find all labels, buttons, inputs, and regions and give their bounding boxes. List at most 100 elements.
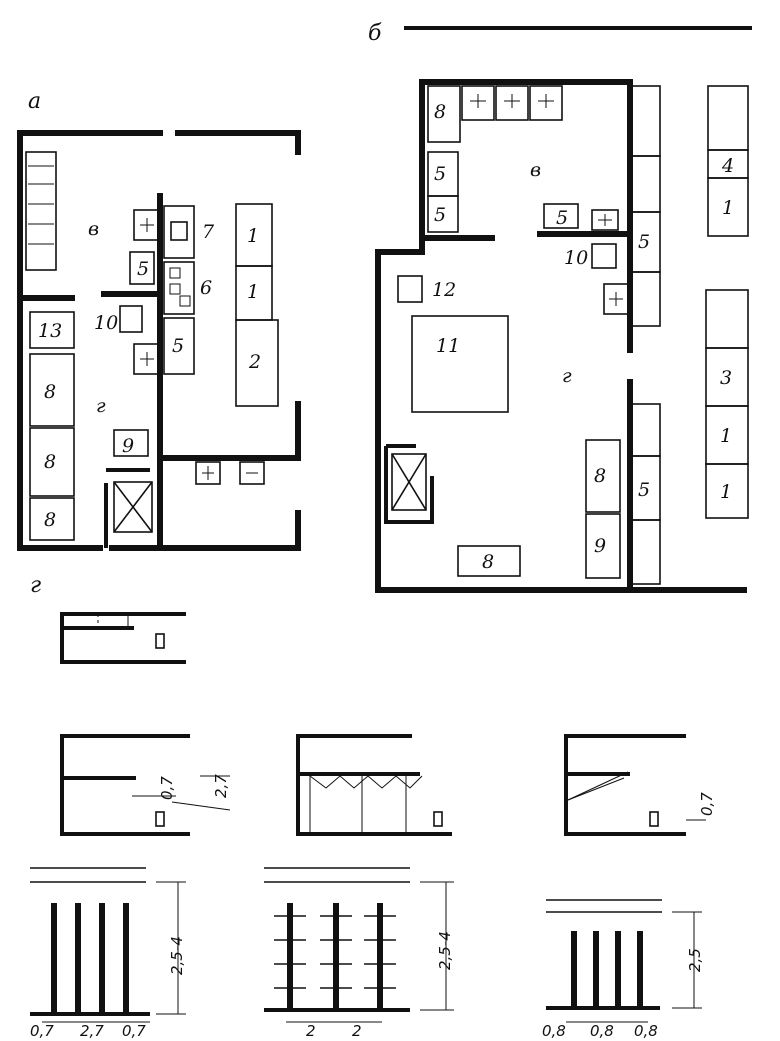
plan-a-sink — [239, 461, 265, 485]
plan-b-equipment-1a — [707, 177, 749, 237]
plan-b-wall-unit — [631, 519, 661, 585]
plan-a-zone-g: г — [96, 395, 106, 417]
plan-b-lift-shaft — [384, 446, 434, 524]
plan-a-zone-v: в — [88, 218, 99, 240]
section-1-shelves — [51, 903, 129, 1015]
plan-a-equipment-7 — [163, 205, 195, 259]
plan-a-label-13: 13 — [38, 320, 62, 342]
diagram-3-marker — [433, 811, 443, 827]
plan-b-equipment-8a — [585, 439, 621, 513]
plan-b-equipment-5c — [543, 203, 579, 229]
plan-b-label-5c: 5 — [556, 207, 568, 229]
plan-a-sink — [133, 209, 159, 241]
diagram-3-walls — [296, 734, 452, 836]
plan-b-label-8a: 8 — [594, 465, 606, 487]
plan-b-label-8-top: 8 — [434, 101, 446, 123]
plan-b-sink — [603, 283, 629, 315]
diagram-1-marker — [155, 633, 165, 649]
plan-a-label-1a: 1 — [247, 225, 259, 247]
plan-b-label-5d: 5 — [638, 231, 650, 253]
plan-b-unit — [705, 289, 749, 349]
plan-a-equipment-6 — [163, 261, 195, 315]
plan-a-equipment-8b — [29, 427, 75, 497]
plan-b-wall-unit — [631, 85, 661, 157]
plan-a-equipment-9 — [113, 429, 149, 457]
diagram-4-dim: 0,7 — [698, 792, 716, 816]
plan-b-wall-unit — [631, 155, 661, 213]
plan-a-label-9: 9 — [122, 435, 134, 457]
plan-a-equipment-2 — [235, 319, 279, 407]
diagram-4-marker — [649, 811, 659, 827]
plan-a: а в 7 5 6 10 5 — [17, 89, 301, 551]
plan-a-label-8a: 8 — [44, 381, 56, 403]
part-g: г 0,7 2,7 0,7 — [30, 573, 716, 1040]
section-3-dim-right: 0,8 — [634, 1022, 658, 1040]
plan-b-wall-unit — [631, 271, 661, 327]
plan-b-label-1b: 1 — [720, 425, 732, 447]
plan-b-equipment-8-top — [427, 85, 461, 143]
plan-a-label-6: 6 — [200, 277, 212, 299]
plan-b-zone-v: в — [530, 159, 541, 181]
diagram-2-dim-b: 2,7 — [212, 774, 230, 798]
plan-a-label-10: 10 — [94, 312, 118, 334]
plan-a-equipment-8a — [29, 353, 75, 427]
diagram-3-brackets — [309, 775, 423, 789]
plan-b-wall-outer — [375, 79, 747, 593]
plan-a-label-5a: 5 — [137, 258, 149, 280]
plan-b-label-8b: 8 — [482, 551, 494, 573]
plan-b-label-5b: 5 — [434, 204, 446, 226]
section-2-height: 2,5-4 — [436, 931, 454, 970]
plan-b-equipment-12 — [397, 275, 423, 303]
plan-a-label-2: 2 — [248, 351, 261, 373]
plan-b-label-5e: 5 — [638, 479, 650, 501]
plan-b-equipment-1c — [705, 463, 749, 519]
diagram-4-walls — [564, 734, 686, 836]
plan-b-equipment-8b — [457, 545, 521, 577]
plan-b-equipment-10 — [591, 243, 617, 269]
plan-a-label-5b: 5 — [172, 335, 184, 357]
plan-a-equipment-5a — [129, 251, 155, 285]
plan-a-label-1b: 1 — [247, 281, 259, 303]
section-1-dim-mid: 2,7 — [80, 1022, 104, 1040]
plan-a-sink — [195, 461, 221, 485]
plan-b-label-12: 12 — [432, 279, 456, 301]
plan-b-label-4: 4 — [721, 155, 734, 177]
section-2-dim-right: 2 — [352, 1022, 362, 1040]
plan-a-sink — [133, 343, 159, 375]
section-1-dim-right: 0,7 — [122, 1022, 146, 1040]
part-g-letter: г — [30, 573, 41, 598]
plan-b-sink — [591, 209, 619, 231]
section-3-height: 2,5 — [686, 948, 704, 972]
plan-b-sink — [495, 85, 529, 121]
plan-a-equipment-13 — [29, 311, 75, 349]
plan-b-equipment-11 — [411, 315, 509, 413]
section-3-shelves — [571, 931, 643, 1009]
plan-a-equipment-10 — [119, 305, 143, 333]
plan-a-equipment-8c — [29, 497, 75, 541]
plan-b-label-9: 9 — [594, 535, 606, 557]
plan-b-unit — [707, 85, 749, 151]
section-2-shelves — [274, 903, 396, 1011]
plan-a-wall-west — [17, 130, 163, 551]
plan-b: б 8 5 5 в 5 10 5 — [368, 21, 752, 593]
plan-b-sink — [461, 85, 495, 121]
plan-a-label-8b: 8 — [44, 451, 56, 473]
section-3-dim-left: 0,8 — [542, 1022, 566, 1040]
diagram-2-marker — [155, 811, 165, 827]
section-3-dim-mid: 0,8 — [590, 1022, 614, 1040]
plan-b-zone-g: г — [562, 365, 572, 387]
plan-b-wall-unit — [631, 403, 661, 457]
plan-a-equipment-5b — [163, 317, 195, 375]
plan-a-lift — [113, 481, 153, 533]
diagram-2-dim-a: 0,7 — [158, 776, 176, 800]
diagram-1-walls — [60, 612, 186, 664]
plan-b-label-3: 3 — [720, 367, 732, 389]
plan-b-label-1a: 1 — [722, 197, 734, 219]
plan-a-letter: а — [28, 89, 41, 114]
plan-b-lift — [391, 453, 427, 511]
plan-a-shelf-rack — [25, 151, 57, 271]
plan-b-sink — [529, 85, 563, 121]
plan-b-equipment-9 — [585, 513, 621, 579]
plan-b-equipment-5b — [427, 195, 459, 233]
